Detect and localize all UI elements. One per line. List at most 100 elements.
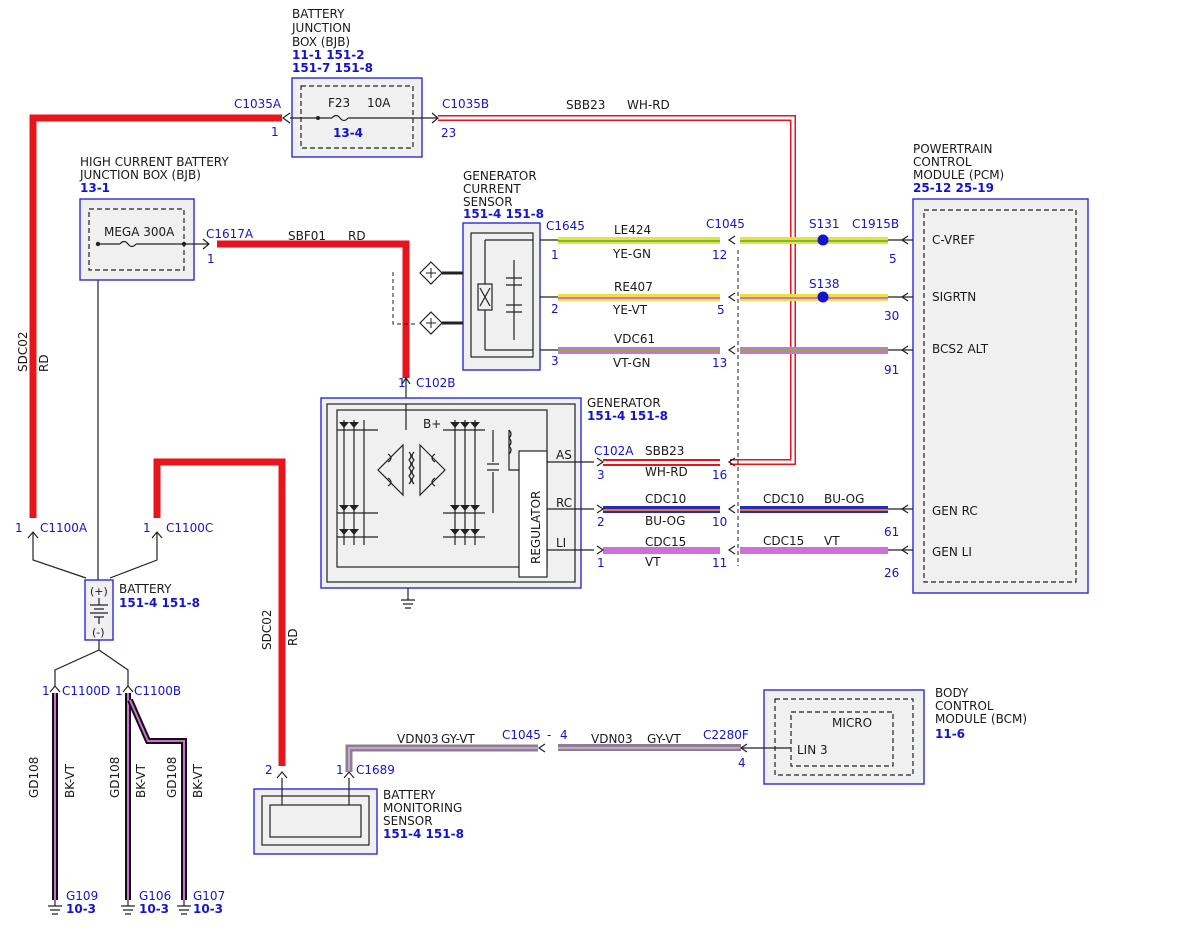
ground-g107: G107 bbox=[193, 889, 225, 903]
ground-g109: G109 bbox=[66, 889, 98, 903]
label-text: BCS2 ALT bbox=[932, 342, 989, 356]
label-text: 11-6 bbox=[935, 727, 965, 741]
ground-icon bbox=[48, 900, 191, 915]
wire-sdc02-left bbox=[29, 114, 282, 518]
label-text: 4 bbox=[738, 756, 746, 770]
label-text: HIGH CURRENT BATTERY bbox=[80, 155, 229, 169]
label-text: S131 bbox=[809, 217, 840, 231]
high-current-battery-junction-box: HIGH CURRENT BATTERY JUNCTION BOX (BJB) … bbox=[79, 155, 229, 281]
wire-gd108 bbox=[52, 693, 187, 900]
label-text: VT-GN bbox=[613, 356, 650, 370]
label-text: CONTROL bbox=[913, 155, 972, 169]
label-text: RD bbox=[286, 628, 300, 646]
label-text: GENERATOR bbox=[587, 396, 661, 410]
label-text: 1 bbox=[597, 556, 605, 570]
label-text: GD108 bbox=[27, 757, 41, 798]
label-text: BATTERY bbox=[119, 582, 172, 596]
battery-junction-box: BATTERY JUNCTION BOX (BJB) 11-1 151-2 15… bbox=[290, 7, 437, 158]
powertrain-control-module: POWERTRAIN CONTROL MODULE (PCM) 25-12 25… bbox=[888, 142, 1089, 594]
label-text: BATTERY bbox=[383, 788, 436, 802]
label-text: BU-OG bbox=[824, 492, 864, 506]
wire-vdc61 bbox=[558, 347, 888, 354]
label-text: 151-4 151-8 bbox=[587, 409, 668, 423]
label-text: POWERTRAIN bbox=[913, 142, 993, 156]
label-text: RD bbox=[348, 229, 366, 243]
label-text: JUNCTION bbox=[291, 21, 351, 35]
wire-re407 bbox=[558, 294, 888, 301]
label-text: SENSOR bbox=[463, 195, 513, 209]
battery: (+) (-) BATTERY 151-4 151-8 bbox=[84, 579, 200, 641]
connector-c1617a: C1617A bbox=[206, 227, 254, 241]
wire-sdc02-c1100c bbox=[153, 458, 286, 766]
label-text: WH-RD bbox=[645, 465, 688, 479]
label-text: 11 bbox=[712, 556, 727, 570]
label-text: 10-3 bbox=[193, 902, 223, 916]
label-text: VDC61 bbox=[614, 332, 655, 346]
mega-fuse-label: MEGA 300A bbox=[104, 225, 175, 239]
fuse-symbol bbox=[331, 114, 349, 122]
label-text: SDC02 bbox=[260, 609, 274, 650]
label-text: RE407 bbox=[614, 280, 653, 294]
label-text: 5 bbox=[889, 252, 897, 266]
label-text: 151-4 151-8 bbox=[383, 827, 464, 841]
label-text: - bbox=[547, 728, 551, 742]
connector-c1645: C1645 bbox=[546, 219, 585, 233]
label-text: 23 bbox=[441, 126, 456, 140]
wire-cdc15 bbox=[603, 547, 888, 554]
label-text: 1 bbox=[15, 521, 23, 535]
label-text: GEN RC bbox=[932, 504, 978, 518]
connector-c1915b: C1915B bbox=[852, 217, 899, 231]
label-text: 13-4 bbox=[333, 126, 363, 140]
label-text: 1 bbox=[336, 763, 344, 777]
label-text: SDC02 bbox=[16, 331, 30, 372]
connector-c1045: C1045 bbox=[706, 217, 745, 231]
label-text: GD108 bbox=[108, 757, 122, 798]
label-text: 2 bbox=[265, 763, 273, 777]
label-text: BOX (BJB) bbox=[292, 35, 350, 49]
wire-sbb23-gen bbox=[603, 459, 720, 466]
label-text: BK-VT bbox=[63, 763, 77, 798]
label-text: BODY bbox=[935, 686, 969, 700]
label-text: MODULE (BCM) bbox=[935, 712, 1027, 726]
label-text: YE-VT bbox=[612, 303, 648, 317]
label-text: CDC15 bbox=[645, 535, 686, 549]
label-text: (-) bbox=[92, 626, 105, 639]
label-text: 151-7 151-8 bbox=[292, 61, 373, 75]
label-text: VDN03 bbox=[591, 732, 633, 746]
wire-sbb23-top bbox=[438, 115, 796, 465]
label-text: CDC15 bbox=[763, 534, 804, 548]
label-text: 151-4 151-8 bbox=[463, 207, 544, 221]
label-text: 26 bbox=[884, 566, 899, 580]
label-text: BATTERY bbox=[292, 7, 345, 21]
connector-c1100b: C1100B bbox=[134, 684, 181, 698]
label-text: BU-OG bbox=[645, 514, 685, 528]
label-text: 30 bbox=[884, 309, 899, 323]
label-text: VDN03 bbox=[397, 732, 439, 746]
splice-s138 bbox=[817, 291, 829, 303]
label-text: 1 bbox=[398, 376, 406, 390]
label-text: GEN LI bbox=[932, 545, 972, 559]
splice-s131 bbox=[817, 234, 829, 246]
wire-cdc10 bbox=[603, 506, 888, 513]
connector-c1045-4: C1045 bbox=[502, 728, 541, 742]
wire-le424 bbox=[558, 237, 888, 244]
ground-g106: G106 bbox=[139, 889, 171, 903]
label-text: GD108 bbox=[165, 757, 179, 798]
label-text: 1 bbox=[551, 248, 559, 262]
label-text: 61 bbox=[884, 525, 899, 539]
label-text: REGULATOR bbox=[529, 491, 543, 564]
label-text: RD bbox=[37, 354, 51, 372]
label-text: 16 bbox=[712, 468, 727, 482]
label-text: S138 bbox=[809, 277, 840, 291]
label-text: 10-3 bbox=[66, 902, 96, 916]
label-text: VT bbox=[645, 555, 661, 569]
generator-current-sensor: GENERATOR CURRENT SENSOR 151-4 151-8 bbox=[462, 169, 558, 371]
label-text: AS bbox=[556, 448, 572, 462]
label-text: RC bbox=[556, 496, 572, 510]
connector-c102b: C102B bbox=[416, 376, 456, 390]
fuse-rating: 10A bbox=[367, 96, 391, 110]
label-text: 13-1 bbox=[80, 181, 110, 195]
body-control-module: MICRO LIN 3 BODY CONTROL MODULE (BCM) 11… bbox=[741, 686, 1027, 785]
label-text: VT bbox=[824, 534, 840, 548]
label-text: 10 bbox=[712, 515, 727, 529]
